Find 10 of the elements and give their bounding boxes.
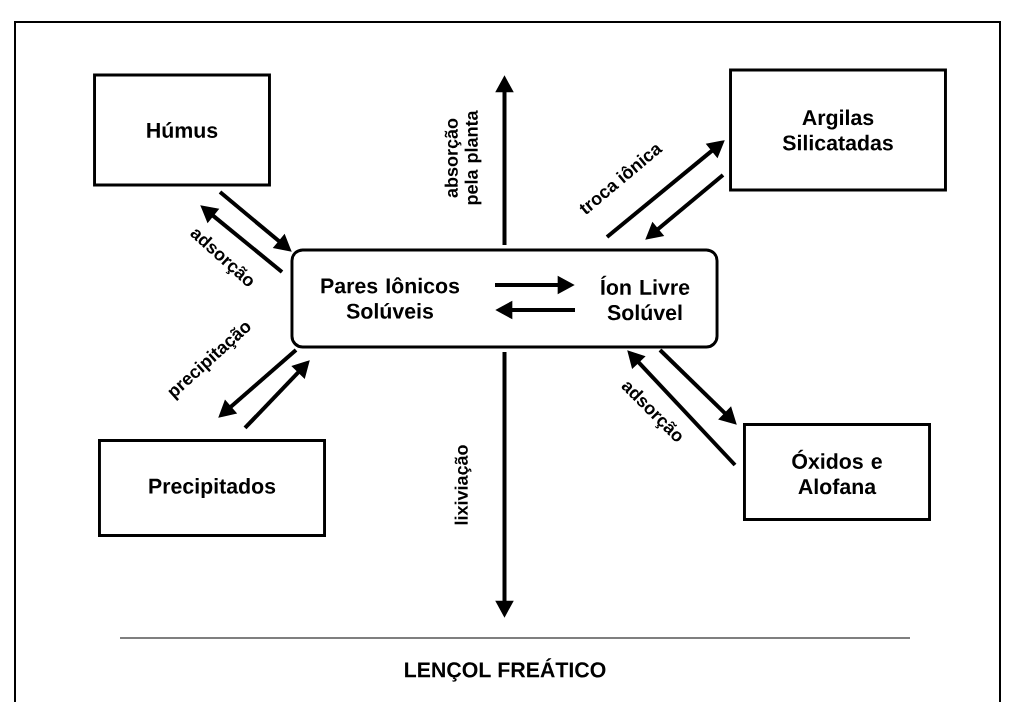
water-table-label: LENÇOL FREÁTICO: [405, 658, 606, 682]
edge-label: lixiviação: [453, 443, 473, 527]
process-box: Óxidos e Alofana: [743, 423, 931, 521]
process-box: Precipitados: [98, 439, 326, 537]
edge-label: absorção pela planta: [443, 96, 483, 220]
process-box: Argilas Silicatadas: [729, 68, 947, 192]
node-text: Íon Livre Solúvel: [601, 275, 690, 321]
node-text: Pares Iônicos Solúveis: [321, 277, 460, 319]
process-box: Húmus: [93, 73, 271, 187]
rounded-box: [290, 248, 719, 349]
